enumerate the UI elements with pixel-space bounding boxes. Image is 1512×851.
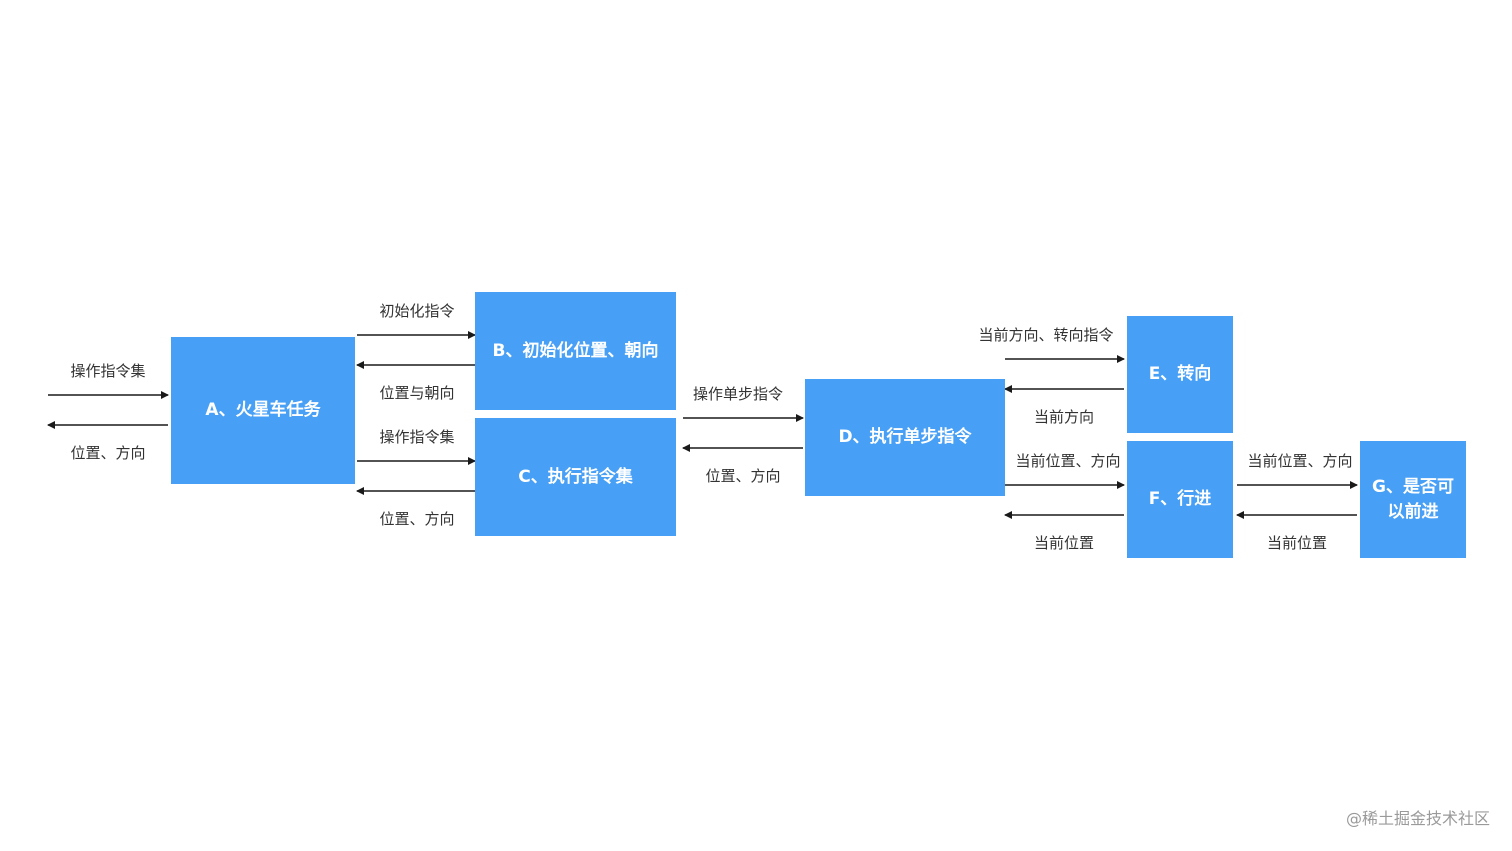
edge-label-f-current-position: 当前位置 [1033,534,1095,552]
node-e-turn: E、转向 [1127,316,1233,433]
edge-label-d-position-direction: 位置、方向 [705,467,781,485]
edge-label-f-position-direction: 当前位置、方向 [1015,452,1121,470]
node-g-label-line1: G、是否可 [1372,476,1454,497]
node-f-move: F、行进 [1127,441,1233,558]
node-c-execute-command-set: C、执行指令集 [475,418,676,536]
node-b-init-position: B、初始化位置、朝向 [475,292,676,410]
watermark: @稀土掘金技术社区 [1345,809,1490,828]
node-d-execute-single-step: D、执行单步指令 [805,379,1005,496]
node-g-label-line2: 以前进 [1387,501,1439,522]
edge-label-input-command-set: 操作指令集 [70,362,146,380]
node-a-label: A、火星车任务 [205,400,321,420]
edge-label-current-direction: 当前方向 [1033,408,1095,426]
node-b-label: B、初始化位置、朝向 [492,340,659,361]
node-d-label: D、执行单步指令 [838,427,972,447]
node-g-can-move: G、是否可 以前进 [1360,441,1466,558]
edge-label-g-current-position: 当前位置 [1266,534,1328,552]
node-f-label: F、行进 [1148,489,1212,509]
edge-label-position-orientation: 位置与朝向 [379,384,455,402]
edge-label-init-command: 初始化指令 [379,302,455,320]
edge-label-output-position: 位置、方向 [70,444,146,462]
edge-label-command-set: 操作指令集 [379,428,455,446]
node-e-label: E、转向 [1148,364,1212,384]
node-c-label: C、执行指令集 [518,466,633,487]
edge-label-single-step-command: 操作单步指令 [692,385,784,403]
node-a-mars-rover-task: A、火星车任务 [171,337,355,484]
edge-label-g-position-direction: 当前位置、方向 [1247,452,1353,470]
edge-label-direction-turn-command: 当前方向、转向指令 [978,326,1114,344]
edge-label-c-position-direction: 位置、方向 [379,510,455,528]
